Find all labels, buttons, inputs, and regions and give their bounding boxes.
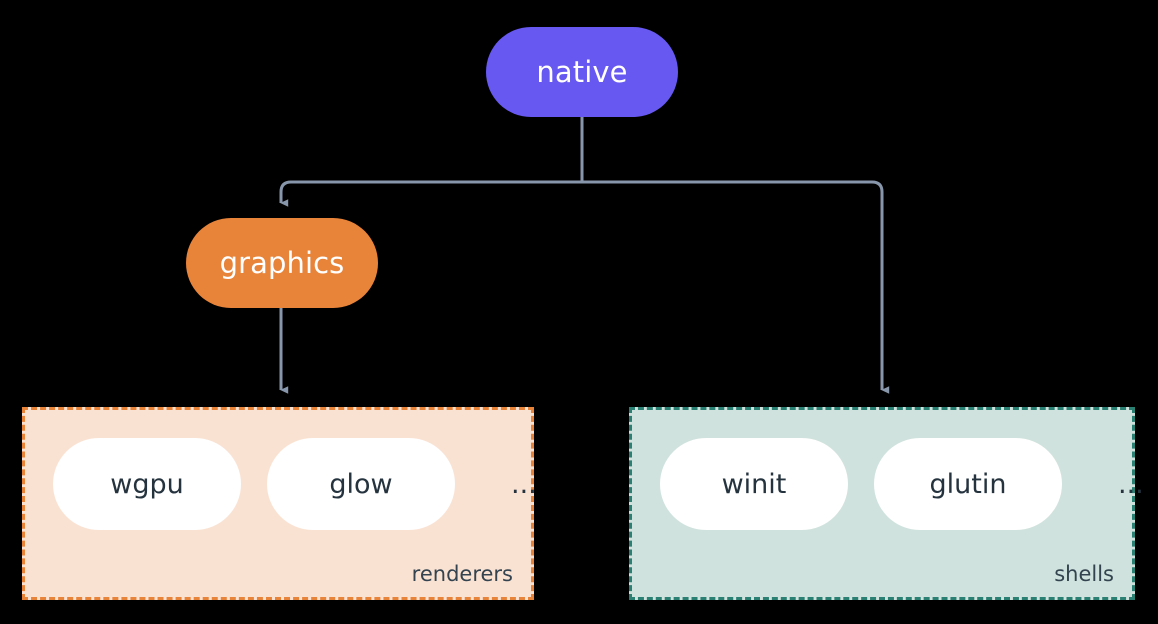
item-pill-glow-label: glow [329,468,393,500]
item-pill-glutin[interactable]: glutin [874,438,1062,530]
edge-native-to-shells [580,117,890,394]
item-pill-glutin-label: glutin [929,468,1007,500]
item-pill-wgpu-label: wgpu [110,468,184,500]
item-pill-winit-label: winit [721,468,787,500]
item-pill-wgpu[interactable]: wgpu [53,438,241,530]
node-native-label: native [536,54,628,89]
group-renderers[interactable]: wgpu glow ... renderers [22,407,537,600]
edge-native-to-graphics [279,117,584,207]
item-pill-glow[interactable]: glow [267,438,455,530]
group-shells-items: winit glutin ... [660,438,1148,530]
node-graphics-label: graphics [219,245,345,280]
group-renderers-caption: renderers [411,562,513,586]
item-ellipsis-renderers: ... [511,468,537,500]
group-shells[interactable]: winit glutin ... shells [629,407,1144,600]
group-shells-caption: shells [1054,562,1114,586]
item-ellipsis-shells: ... [1118,468,1144,500]
node-native[interactable]: native [486,27,678,117]
node-graphics[interactable]: graphics [186,218,378,308]
item-pill-winit[interactable]: winit [660,438,848,530]
group-renderers-items: wgpu glow ... [53,438,541,530]
